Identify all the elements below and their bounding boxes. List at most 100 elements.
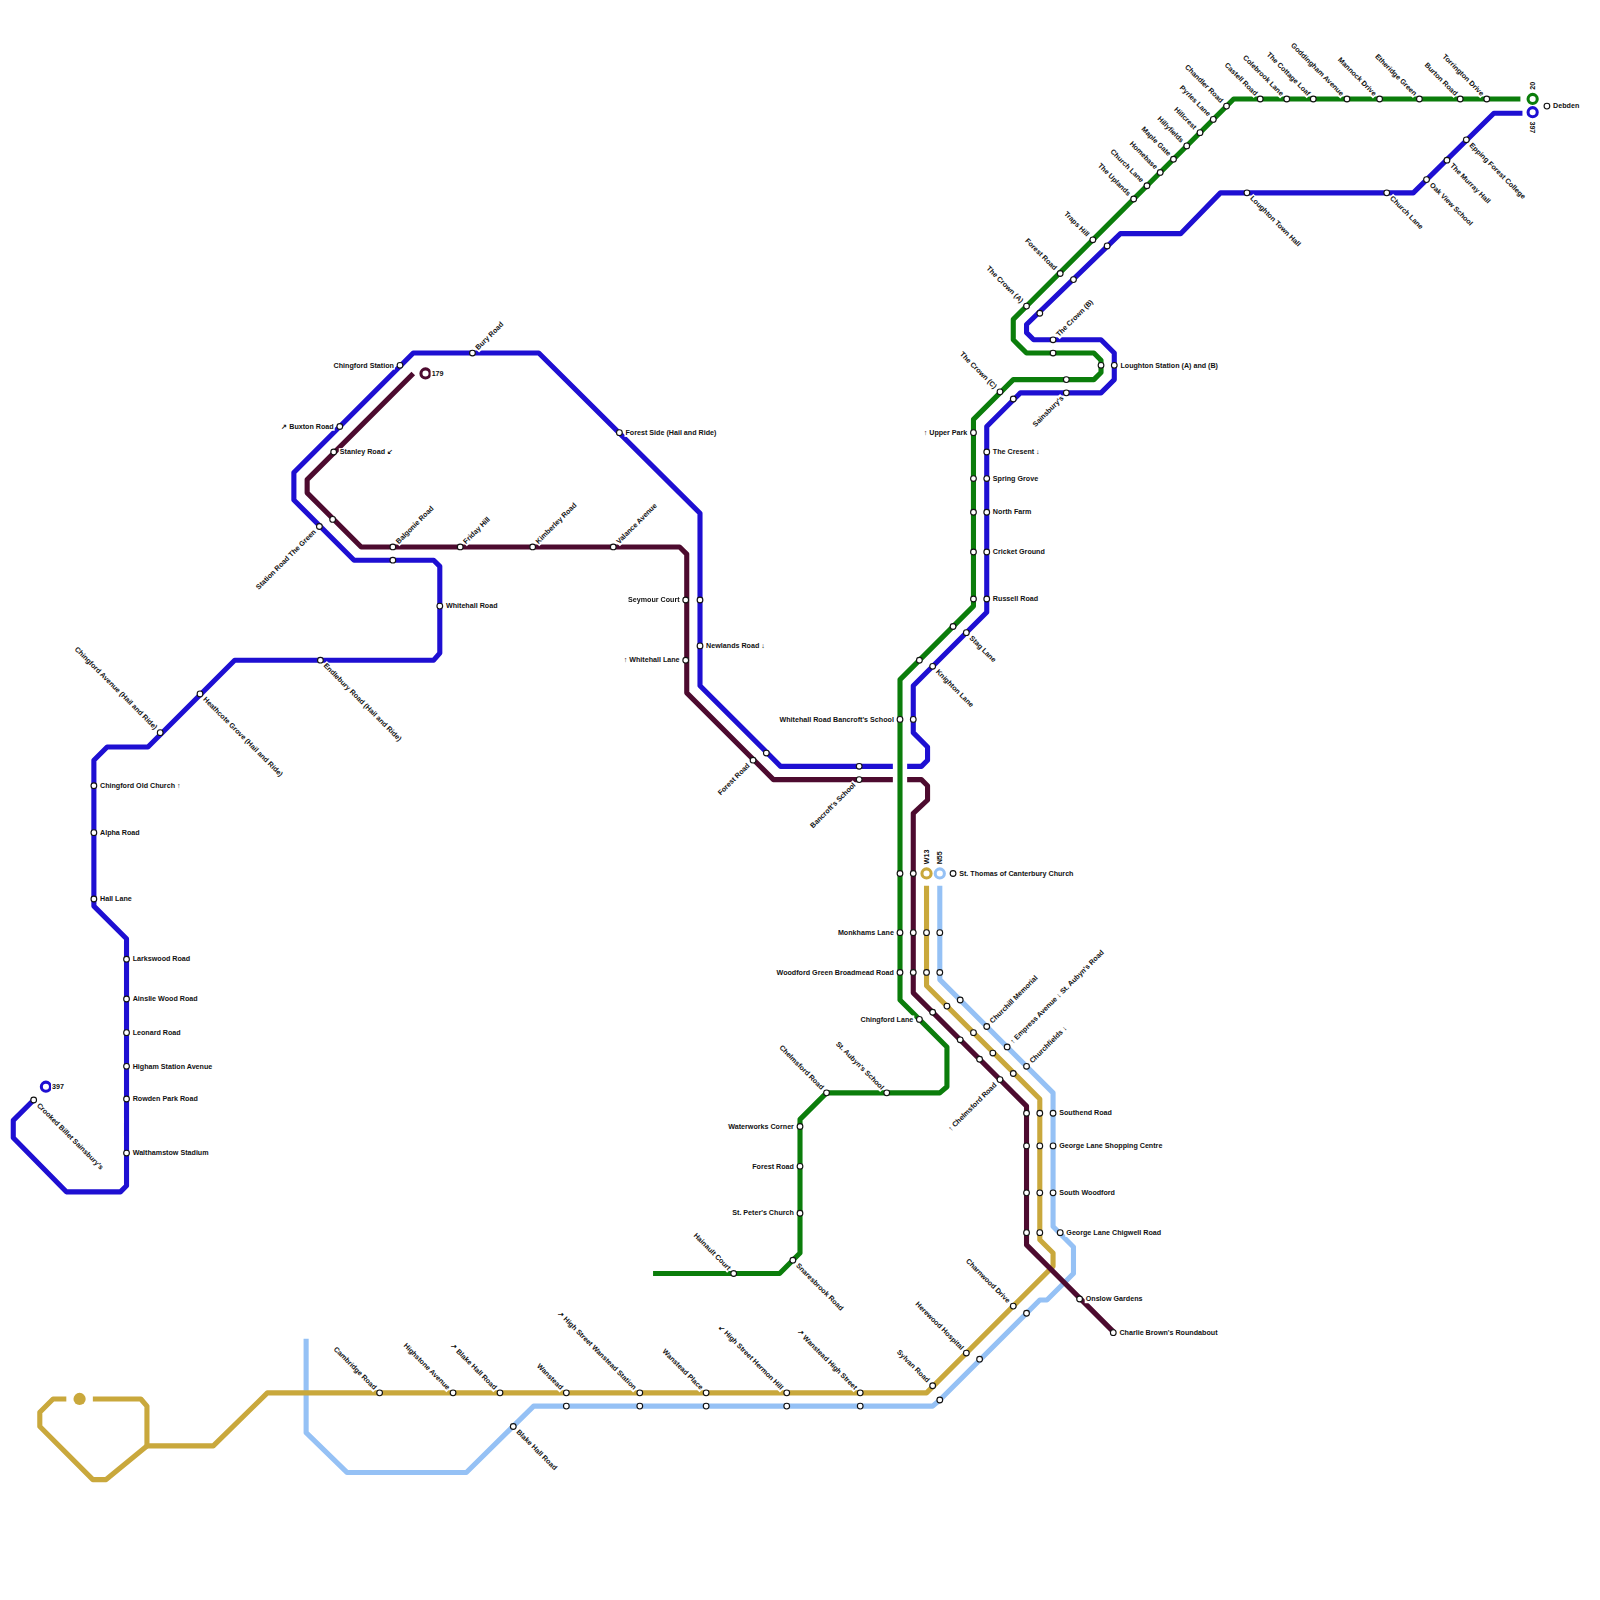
bus-stop xyxy=(731,1271,737,1277)
bus-route-line xyxy=(306,886,1073,1473)
bus-stop xyxy=(971,430,977,436)
bus-stop xyxy=(91,783,97,789)
bus-stop xyxy=(1257,96,1263,102)
route-terminus-dot xyxy=(73,1393,85,1405)
route-badge xyxy=(421,369,430,378)
bus-stop xyxy=(1071,277,1077,283)
bus-stop xyxy=(790,1257,796,1263)
bus-stop xyxy=(1050,1110,1056,1116)
bus-stop xyxy=(1090,237,1096,243)
bus-stop xyxy=(950,871,956,877)
stop-label: Forest Side (Hail and Ride) xyxy=(624,429,717,437)
bus-stop xyxy=(1024,1190,1030,1196)
bus-stop xyxy=(124,956,130,962)
stop-label: Leonard Road xyxy=(132,1029,182,1037)
stop-label: Seymour Court xyxy=(627,596,681,604)
bus-stop xyxy=(1184,143,1190,149)
bus-stop xyxy=(1010,396,1016,402)
stop-label: Chingford Lane xyxy=(859,1015,914,1023)
stop-label: 397 xyxy=(51,1083,65,1091)
bus-stop xyxy=(990,1050,996,1056)
stop-label: Churchfields ↓ xyxy=(1027,1024,1069,1066)
bus-stop xyxy=(957,997,963,1003)
stop-label: Onslow Gardens xyxy=(1085,1295,1144,1303)
stop-label: Rowden Park Road xyxy=(132,1095,199,1103)
bus-stop xyxy=(1050,1143,1056,1149)
stop-label: Crooked Billet Sainsbury's xyxy=(35,1101,106,1172)
bus-stop xyxy=(984,596,990,602)
bus-stop xyxy=(1010,1071,1016,1077)
bus-stop xyxy=(617,430,623,436)
stop-label: The Murray Hall xyxy=(1448,161,1493,206)
bus-stop xyxy=(963,630,969,636)
bus-stop xyxy=(317,524,323,530)
bus-stop xyxy=(124,1096,130,1102)
stop-label: Kimberley Road xyxy=(533,501,578,546)
stop-label: Valance Avenue xyxy=(614,501,659,546)
bus-stop xyxy=(510,1424,516,1430)
bus-stop xyxy=(1417,96,1423,102)
bus-stop xyxy=(897,717,903,723)
bus-stop xyxy=(1037,1143,1043,1149)
bus-stop xyxy=(971,596,977,602)
stop-label: St. Aubyn's School xyxy=(833,1039,886,1092)
bus-stop xyxy=(1024,1110,1030,1116)
stop-label: The Crown (B) xyxy=(1054,297,1095,338)
bus-stop xyxy=(563,1390,569,1396)
stop-label: Hall Lane xyxy=(99,895,133,903)
bus-stop xyxy=(910,717,916,723)
bus-stop xyxy=(1057,1230,1063,1236)
bus-stop xyxy=(750,757,756,763)
route-badge xyxy=(922,869,931,878)
stop-label: 397 xyxy=(1529,120,1537,134)
bus-stop xyxy=(910,871,916,877)
stop-label: ↑ Whitehall Lane xyxy=(623,656,681,664)
bus-stop xyxy=(377,1390,383,1396)
stop-label: Hillcrest xyxy=(1172,105,1199,132)
bus-stop xyxy=(997,1077,1003,1083)
bus-stop xyxy=(1544,103,1550,109)
bus-stop xyxy=(930,1383,936,1389)
bus-stop xyxy=(977,1356,983,1362)
bus-stop xyxy=(797,1210,803,1216)
bus-stop xyxy=(530,544,536,550)
bus-stop xyxy=(1171,156,1177,162)
bus-stop xyxy=(124,1063,130,1069)
bus-stop xyxy=(1384,190,1390,196)
stop-label: South Woodford xyxy=(1058,1189,1116,1197)
bus-stop xyxy=(1037,310,1043,316)
bus-stop xyxy=(784,1390,790,1396)
bus-stop xyxy=(1024,303,1030,309)
bus-stop xyxy=(390,557,396,563)
bus-stop xyxy=(1197,130,1203,136)
stop-label: Goddingham Avenue xyxy=(1289,41,1346,98)
stop-label: Blake Hall Road xyxy=(514,1427,559,1472)
stop-label: ↑ Upper Park xyxy=(923,429,969,437)
stop-label: Stag Lane xyxy=(967,633,998,664)
bus-stop xyxy=(1050,337,1056,343)
bus-stop xyxy=(1284,96,1290,102)
stop-label: Newlands Road ↓ xyxy=(705,642,766,650)
stop-label: Bancroft's School xyxy=(808,780,858,830)
bus-stop xyxy=(1037,1230,1043,1236)
stop-label: Woodford Green Broadmead Road xyxy=(776,969,895,977)
bus-stop xyxy=(897,930,903,936)
stop-label: Spring Grove xyxy=(992,475,1039,483)
bus-stop xyxy=(1210,117,1216,123)
stop-label: ↗ Blake Hall Road xyxy=(448,1341,499,1392)
bus-stop xyxy=(963,1350,969,1356)
stop-label: Chelmsford Road xyxy=(777,1043,826,1092)
stop-label: ↙ High Street Hermon Hill xyxy=(716,1323,785,1392)
bus-stop xyxy=(1024,1143,1030,1149)
stop-label: Bury Road xyxy=(473,320,506,353)
bus-stop xyxy=(1157,170,1163,176)
stop-label: Whitehall Road Bancroft's School xyxy=(778,715,894,723)
bus-stop xyxy=(1111,362,1117,368)
stop-label: George Lane Chigwell Road xyxy=(1065,1229,1162,1237)
bus-stop xyxy=(683,657,689,663)
stop-label: Forest Road xyxy=(751,1162,795,1170)
stop-label: Russell Road xyxy=(992,595,1039,603)
bus-stop xyxy=(703,1403,709,1409)
bus-stop xyxy=(1224,103,1230,109)
